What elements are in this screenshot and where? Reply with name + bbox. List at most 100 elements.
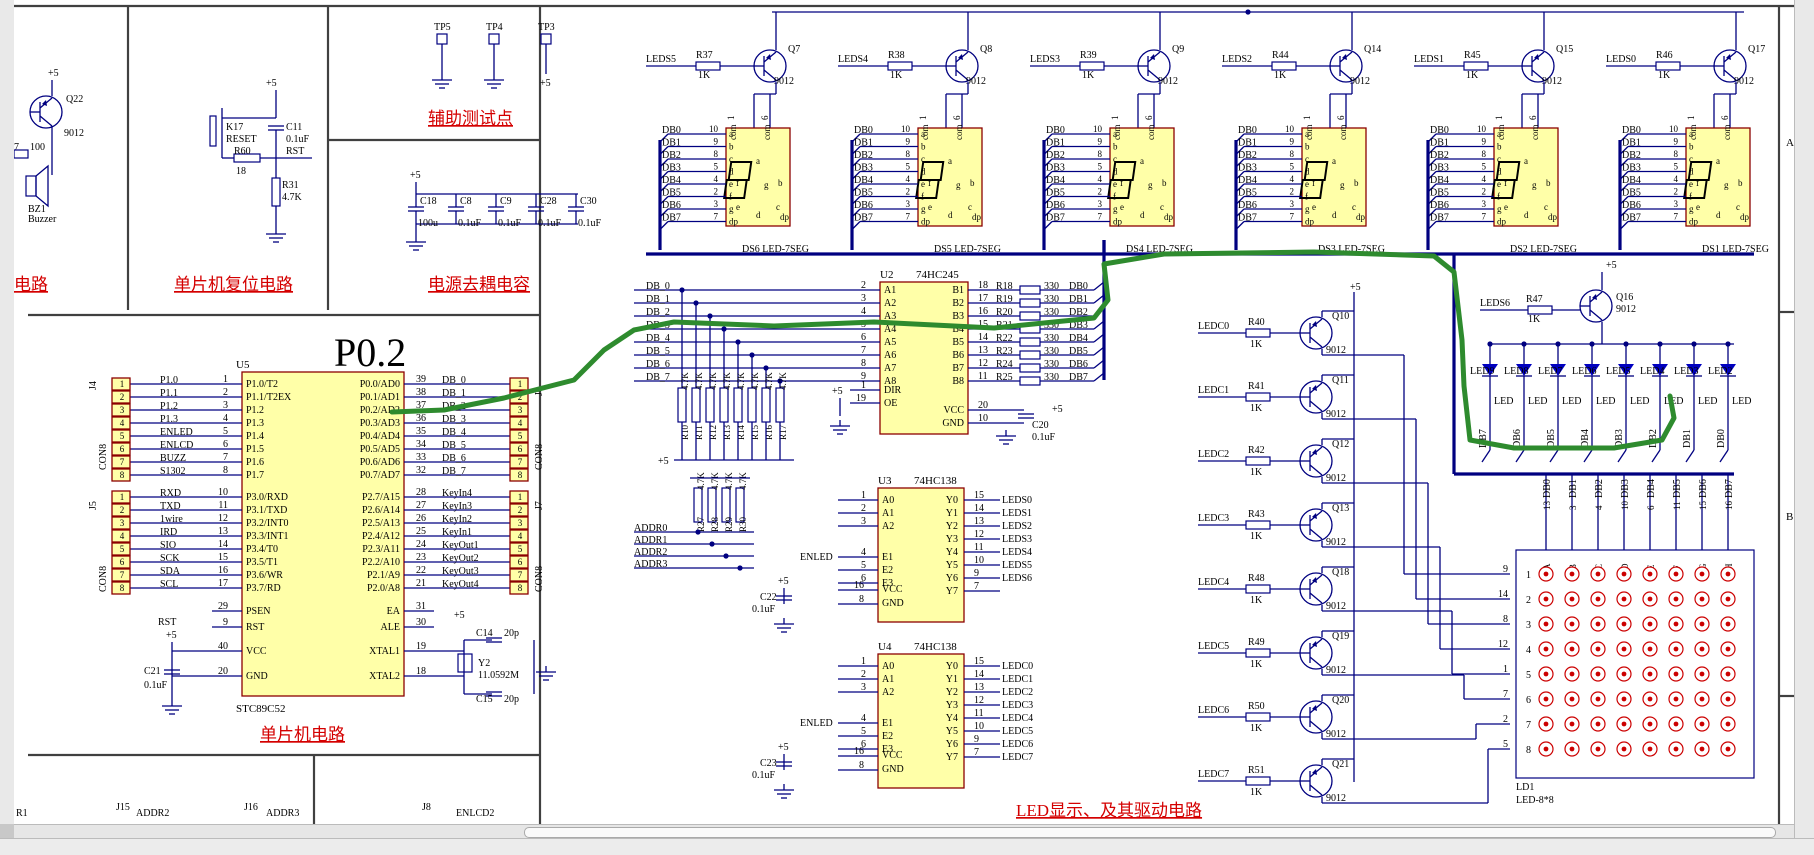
pin-name: E2 [882, 731, 893, 742]
net-label: DB1 [854, 138, 873, 149]
matrix-led [1647, 621, 1653, 627]
ref-label: C11 [286, 122, 302, 133]
transistor-symbol [39, 115, 53, 127]
part-label: STC89C52 [236, 703, 286, 715]
pin-number: 2 [1503, 714, 1508, 725]
matrix-led [1647, 671, 1653, 677]
value-label: 4.7K [738, 472, 748, 490]
net-label: DB6 [1512, 429, 1523, 448]
part-label: 9012 [1326, 601, 1346, 612]
pin-name: DIR [884, 385, 902, 396]
wire [659, 171, 669, 180]
net-label: DB3 [662, 163, 681, 174]
pin-name: A2 [884, 298, 896, 309]
connector-pin [111, 468, 131, 482]
pin-number: 8 [1526, 745, 1531, 756]
junction-dot [1691, 341, 1697, 347]
pin-name: A1 [882, 508, 894, 519]
part-label: 9012 [1350, 76, 1370, 87]
ref-label: C9 [500, 196, 512, 207]
pin-name: P0.6/AD6 [360, 457, 400, 468]
pin-number: 5 [120, 544, 125, 554]
segment-label: dp [1356, 212, 1366, 222]
matrix-led [1647, 721, 1653, 727]
net-label: LEDC6 [1002, 739, 1033, 750]
pin-number: 3 [1482, 199, 1487, 209]
pin-name: a [1113, 129, 1117, 139]
part-label: 9012 [1326, 537, 1346, 548]
pin-name: Y7 [946, 586, 958, 597]
ref-label: Q13 [1332, 503, 1349, 514]
wire [1549, 449, 1559, 463]
net-label: DB4 [1646, 479, 1657, 498]
pin-number: 14 [218, 539, 228, 550]
wire [659, 133, 669, 143]
ref-label: R47 [1526, 294, 1543, 305]
transistor-symbol [1531, 69, 1545, 81]
segment-label: b [1738, 178, 1743, 188]
pin-name: A6 [884, 350, 896, 361]
pin-number: 8 [120, 583, 125, 593]
net-label: DB3 [1238, 163, 1257, 174]
matrix-led [1725, 721, 1731, 727]
value-label: 4.7K [696, 472, 706, 490]
highlight-stroke [389, 249, 1677, 451]
ref-label: Q14 [1364, 44, 1381, 55]
net-label: LEDS1 [1002, 508, 1032, 519]
pin-name: dp [1305, 217, 1315, 227]
value-label: 330 [1044, 359, 1059, 370]
matrix-led [1543, 696, 1549, 702]
pin-name: com [1112, 125, 1122, 141]
pin-name: P1.5 [246, 444, 264, 455]
pin-name: Y2 [946, 521, 958, 532]
pin-name: d [729, 167, 734, 177]
pin-name: P3.4/T0 [246, 544, 278, 555]
matrix-led [1699, 746, 1705, 752]
test-point [488, 33, 500, 45]
ref-label: R22 [996, 333, 1013, 344]
wire [1093, 294, 1105, 304]
resistor [1245, 776, 1271, 786]
matrix-led [1595, 671, 1601, 677]
pin-number: 10 [1477, 124, 1487, 134]
ref-label: J15 [116, 802, 130, 813]
connector-pin [111, 516, 131, 530]
pin-name: VCC [943, 405, 964, 416]
ref-label: Q12 [1332, 439, 1349, 450]
pin-number: 18 [978, 280, 988, 291]
led-symbol [1652, 364, 1668, 376]
ref-label: C18 [420, 196, 437, 207]
wire [1235, 221, 1245, 230]
matrix-led [1673, 671, 1679, 677]
pin-number: 9 [974, 568, 979, 579]
transistor-arrow [958, 54, 963, 60]
pin-number: 15 [1698, 501, 1708, 511]
pin-name: GND [882, 598, 904, 609]
part-label: 9012 [1326, 345, 1346, 356]
pin-name: dp [1113, 217, 1123, 227]
matrix-led [1569, 746, 1575, 752]
ref-label: R16 [764, 424, 774, 440]
ref-label: R25 [996, 372, 1013, 383]
horizontal-scrollbar[interactable] [14, 824, 1794, 839]
pin-name: P0.1/AD1 [360, 392, 400, 403]
right-toolbar [1794, 0, 1814, 838]
scrollbar-thumb[interactable] [524, 827, 1776, 838]
net-label: DB_7 [442, 466, 466, 477]
net-label: LEDS0 [1606, 54, 1636, 65]
pin-number: 13 [974, 516, 984, 527]
net-label: DB_1 [442, 388, 466, 399]
net-label: DB_4 [646, 333, 670, 344]
net-label: DB5 [1672, 479, 1683, 498]
pin-name: dp [1497, 217, 1507, 227]
pin-name: com [920, 125, 930, 141]
pin-number: 3 [861, 682, 866, 693]
wire [659, 146, 669, 155]
pin-number: 6 [120, 444, 125, 454]
segment-label: g [1148, 180, 1153, 190]
value-label: 1K [1466, 70, 1479, 81]
pin-name: c [921, 154, 925, 164]
net-label: TXD [160, 501, 181, 512]
supply-label: +5 [778, 742, 789, 753]
